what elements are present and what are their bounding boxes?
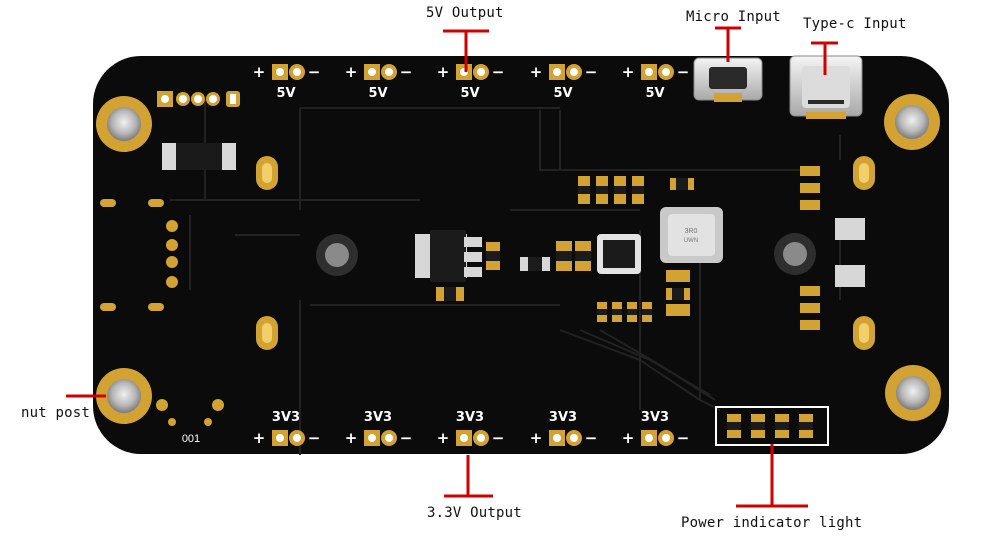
five-volt-pin-label: 5V (460, 86, 479, 101)
three-v3-pin-label: 3V3 (549, 410, 577, 425)
power-indicator-leds (715, 406, 829, 446)
five-v-output-label: 5V Output (426, 5, 504, 21)
three-v3-plus-sign: + (253, 429, 266, 447)
three-v3-pin-label: 3V3 (364, 410, 392, 425)
header-pads-top-left (157, 91, 240, 107)
three-v3-header-1: + −3V3 (253, 410, 321, 447)
five-volt-plus-sign: + (253, 63, 266, 81)
central-components: 3R0 UWN (415, 166, 865, 330)
three-v3-plus-sign: + (530, 429, 543, 447)
callout-leaders (66, 26, 838, 508)
five-volt-pin-label: 5V (368, 86, 387, 101)
five-volt-minus-sign: − (492, 63, 505, 81)
three-v3-minus-sign: − (492, 429, 505, 447)
five-volt-headers: +−5V+−5V+−5V+−5V+−5V (253, 63, 690, 101)
five-volt-header-4: + −5V (530, 63, 598, 101)
three-v3-pin-label: 3V3 (272, 410, 300, 425)
board-id-label: 001 (182, 433, 200, 445)
mounting-holes (96, 94, 941, 424)
five-volt-header-5: + −5V (622, 63, 690, 101)
five-volt-plus-sign: + (345, 63, 358, 81)
micro-input-label: Micro Input (686, 9, 781, 25)
micro-usb-connector (693, 57, 763, 102)
five-volt-pin-label: 5V (553, 86, 572, 101)
three-v3-pin-label: 3V3 (456, 410, 484, 425)
three-v3-header-3: + −3V3 (437, 410, 505, 447)
five-volt-minus-sign: − (400, 63, 413, 81)
three-v3-minus-sign: − (677, 429, 690, 447)
five-volt-plus-sign: + (437, 63, 450, 81)
five-volt-minus-sign: − (308, 63, 321, 81)
five-volt-header-2: + −5V (345, 63, 413, 101)
five-volt-plus-sign: + (622, 63, 635, 81)
five-volt-plus-sign: + (530, 63, 543, 81)
pcb-traces (170, 100, 841, 455)
five-volt-header-1: + −5V (253, 63, 321, 101)
three-v3-header-2: + −3V3 (345, 410, 413, 447)
three-v3-plus-sign: + (622, 429, 635, 447)
type-c-connector (789, 55, 863, 119)
three-v3-minus-sign: − (400, 429, 413, 447)
power-indicator-label: Power indicator light (681, 515, 863, 531)
three-v3-pin-label: 3V3 (641, 410, 669, 425)
three-v3-output-label: 3.3V Output (427, 505, 522, 521)
three-v3-plus-sign: + (437, 429, 450, 447)
five-volt-pin-label: 5V (645, 86, 664, 101)
inductor-marking: 3R0 (685, 228, 698, 235)
nut-post-label: nut post (21, 405, 91, 421)
five-volt-minus-sign: − (677, 63, 690, 81)
five-volt-header-3: + −5V (437, 63, 505, 101)
three-v3-plus-sign: + (345, 429, 358, 447)
five-volt-minus-sign: − (585, 63, 598, 81)
three-v3-header-4: + −3V3 (530, 410, 598, 447)
left-side-pads (100, 199, 224, 426)
three-v3-minus-sign: − (585, 429, 598, 447)
pcb-outline (93, 56, 949, 454)
type-c-input-label: Type-c Input (803, 16, 907, 32)
three-v3-header-5: + −3V3 (622, 410, 690, 447)
five-volt-pin-label: 5V (276, 86, 295, 101)
svg-text:UWN: UWN (684, 238, 698, 244)
three-v3-headers: +−3V3+−3V3+−3V3+−3V3+−3V3 (253, 410, 690, 447)
three-v3-minus-sign: − (308, 429, 321, 447)
